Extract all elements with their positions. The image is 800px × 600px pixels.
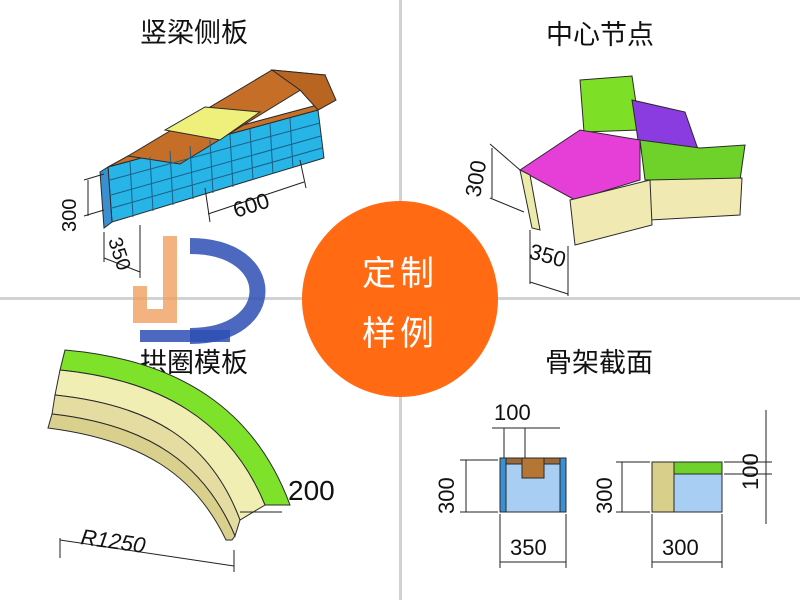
dim-arch-width: 200 bbox=[288, 475, 335, 506]
dim-arch-radius: R1250 bbox=[79, 524, 147, 558]
dim-left-height: 300 bbox=[434, 477, 459, 514]
panel-title-top-right: 中心节点 bbox=[546, 20, 654, 51]
dim-width: 350 bbox=[527, 239, 569, 273]
center-node-illustration: 300 350 bbox=[460, 75, 746, 296]
custom-sample-badge: 定制 样例 bbox=[302, 201, 498, 397]
dim-height: 300 bbox=[59, 199, 81, 232]
dim-left-width: 350 bbox=[510, 535, 547, 560]
dim-height: 300 bbox=[460, 158, 491, 199]
dim-right-width: 300 bbox=[662, 535, 699, 560]
dim-flange-height: 100 bbox=[738, 453, 763, 490]
badge-line-2: 样例 bbox=[362, 314, 438, 354]
arch-formwork-illustration: 200 R1250 bbox=[47, 349, 335, 572]
logo bbox=[133, 236, 266, 344]
skeleton-section-illustration: 100 300 350 300 300 100 bbox=[434, 400, 772, 568]
dim-right-height: 300 bbox=[592, 477, 617, 514]
dim-top-width: 100 bbox=[494, 400, 531, 425]
panel-title-top-left: 竖梁侧板 bbox=[140, 18, 248, 49]
dim-length: 600 bbox=[230, 188, 273, 223]
panel-title-bottom-right: 骨架截面 bbox=[545, 348, 653, 379]
badge-line-1: 定制 bbox=[362, 254, 438, 294]
beam-side-formwork-illustration: 300 600 350 bbox=[59, 69, 337, 278]
